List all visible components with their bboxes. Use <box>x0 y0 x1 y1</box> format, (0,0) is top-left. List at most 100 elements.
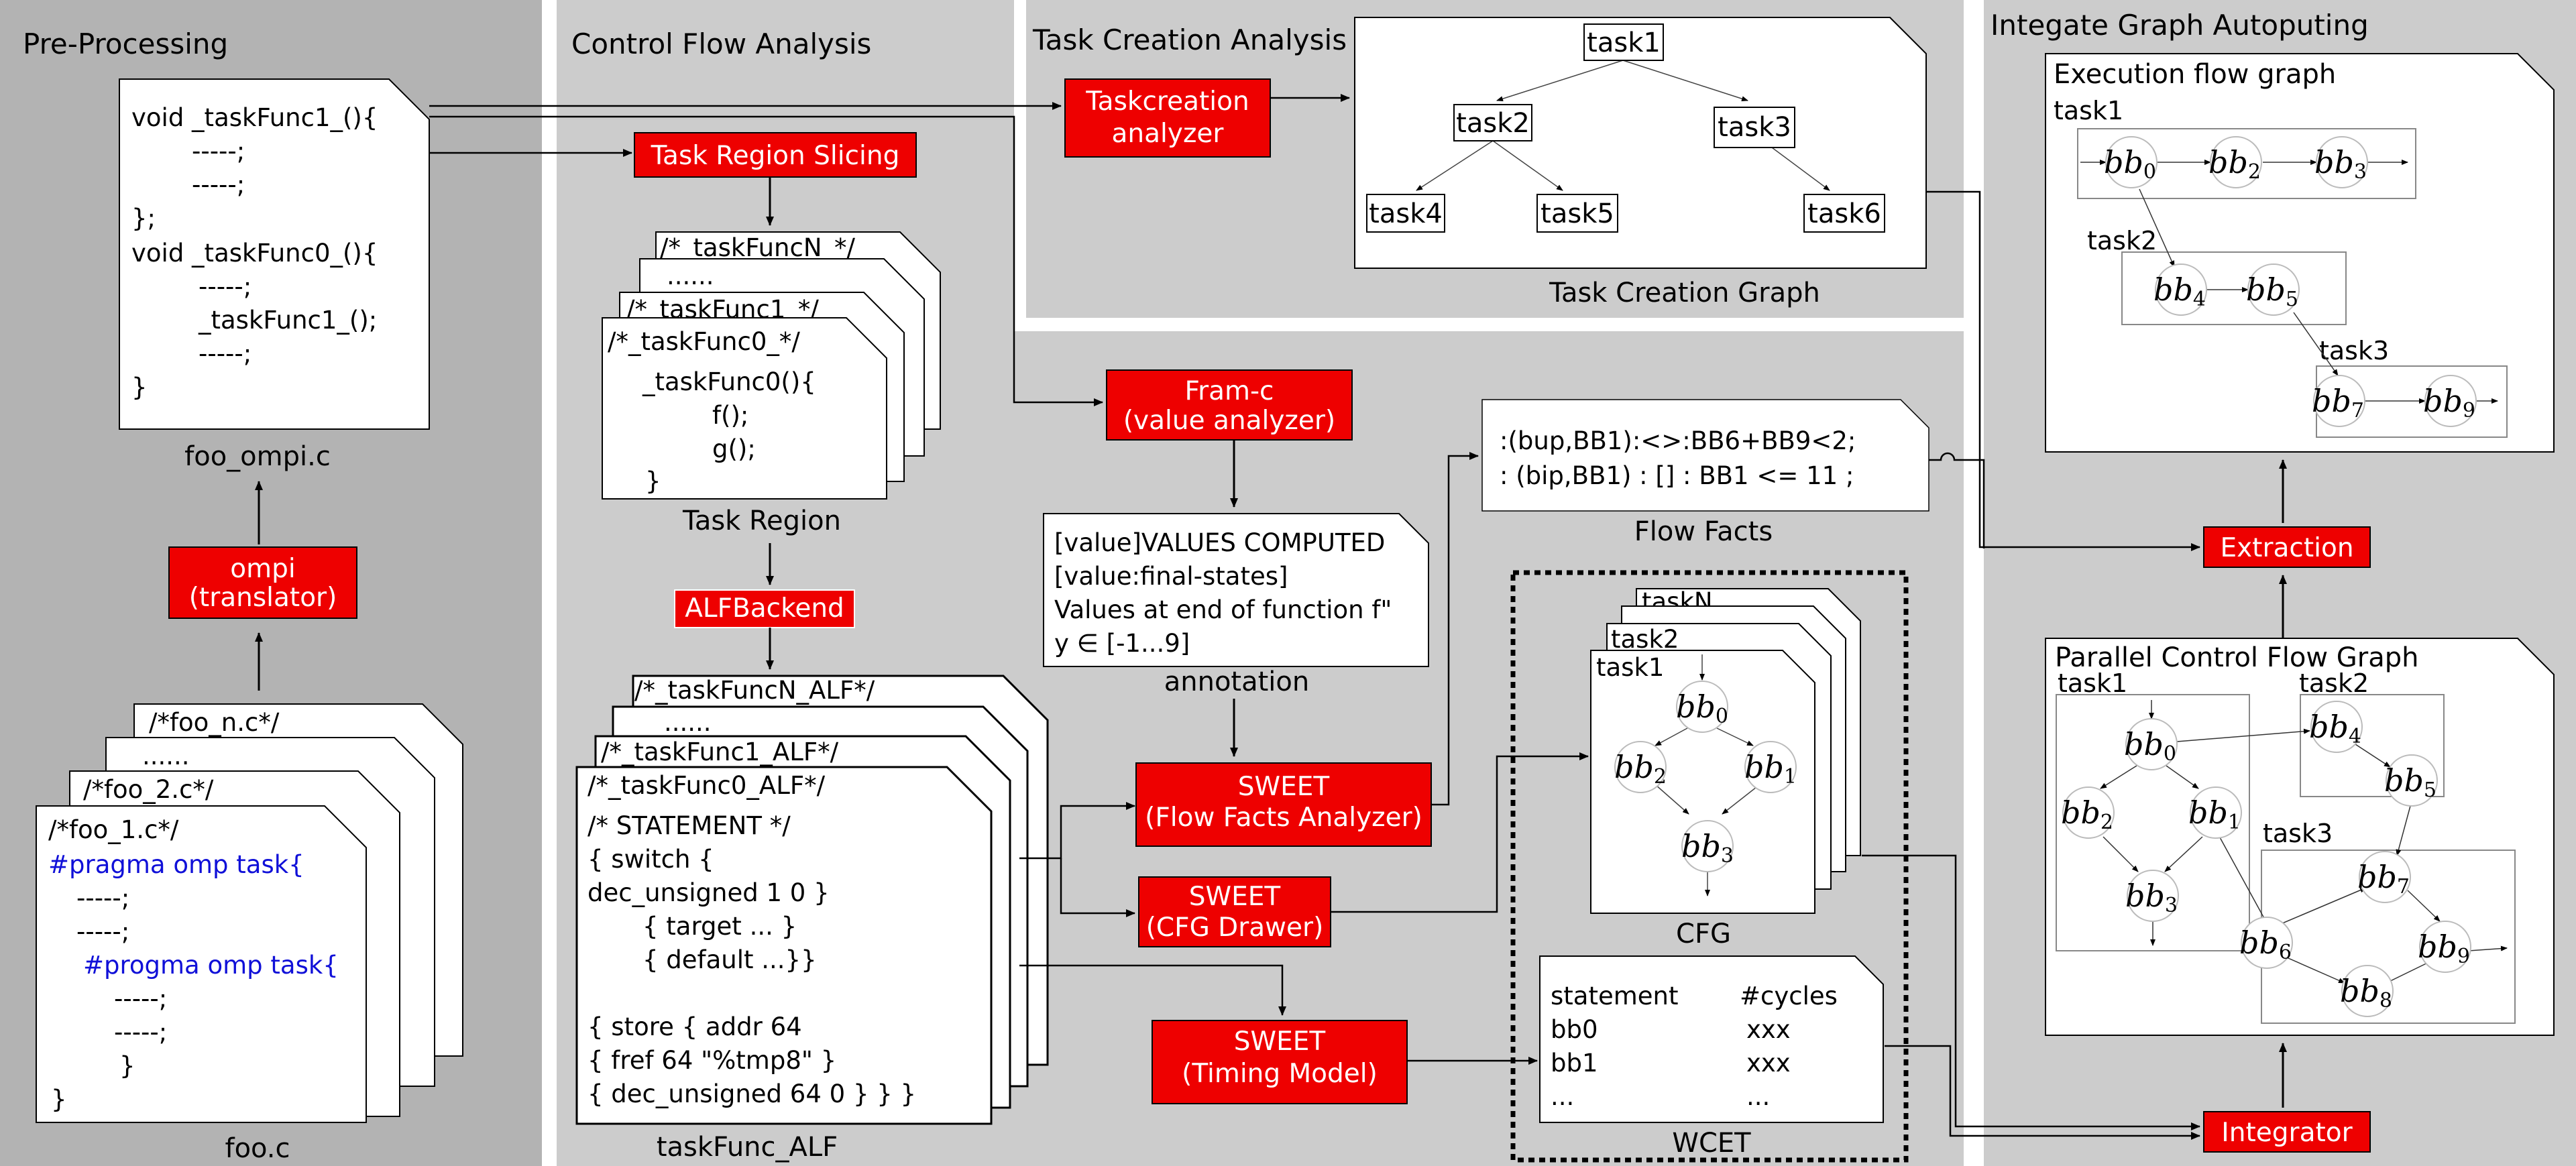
task-node-6-label: task6 <box>1807 198 1881 229</box>
foo-1-line: /*foo_1.c*/ <box>48 815 179 844</box>
ompi-translator-label: ompi <box>230 554 295 584</box>
task-region-caption: Task Region <box>682 506 841 536</box>
cfg-caption: CFG <box>1676 919 1731 949</box>
annotation-line: [value:final-states] <box>1054 562 1288 591</box>
annotation-document <box>1043 513 1429 667</box>
parallel-task3-label: task3 <box>2263 819 2333 848</box>
arrow-alf-to-timing <box>1019 964 1286 1016</box>
parallel-node-label: bb7 <box>2357 859 2410 898</box>
foo-1-line: } <box>51 1085 67 1114</box>
task-region-ellipsis-label: ...... <box>667 261 714 290</box>
foo-1-document <box>36 805 367 1123</box>
cfg-1-document <box>1590 650 1815 914</box>
task-node-5 <box>1536 194 1618 233</box>
annotation-caption: annotation <box>1164 666 1310 697</box>
foo-1-pragma: #progma omp task{ <box>83 951 339 980</box>
task-region-slicing-box <box>634 132 917 178</box>
cfg-drawer-box <box>1138 876 1331 947</box>
cfg-drawer-label: (CFG Drawer) <box>1146 913 1324 943</box>
arrow-analyzer-to-flowfacts <box>1431 452 1479 806</box>
alf-0-line: { store { addr 64 <box>587 1012 802 1041</box>
arrow-alf-to-cfg-drawer <box>1060 858 1135 917</box>
execution-task2-label: task2 <box>2087 226 2157 255</box>
foo-1-line: } <box>119 1051 135 1080</box>
flowfacts-analyzer-label: (Flow Facts Analyzer) <box>1145 803 1422 833</box>
annotation-line: y ∈ [-1...9] <box>1054 629 1190 658</box>
task-creation-graph-document <box>1354 17 1927 269</box>
task-region-0-line: /*_taskFunc0_*/ <box>608 327 800 356</box>
flowfacts-caption: Flow Facts <box>1634 516 1773 547</box>
foo-ompi-line: _taskFunc1_(); <box>198 306 377 335</box>
task-node-5-label: task5 <box>1541 198 1614 229</box>
alfbackend-box <box>674 589 855 628</box>
wcet-cell: bb0 <box>1551 1015 1598 1044</box>
alf-0-line: { default ...}} <box>642 945 817 974</box>
timing-model-label: SWEET <box>1234 1027 1326 1057</box>
task-region-0-line: _taskFunc0(){ <box>642 367 816 396</box>
cfg-1-label: task1 <box>1596 653 1664 682</box>
parallel-task2-frame <box>2300 694 2445 797</box>
taskcreation-analyzer-label: analyzer <box>1112 119 1225 149</box>
flowfacts-analyzer-label: SWEET <box>1238 772 1330 802</box>
taskcreation-analyzer-label: Taskcreation <box>1085 86 1249 117</box>
execution-task1-frame <box>2077 128 2416 199</box>
alf-caption: taskFunc_ALF <box>657 1132 838 1163</box>
task-region-0-line: g(); <box>712 434 756 463</box>
cfg-nodes <box>1614 681 1797 872</box>
foo-n-label: /*foo_n.c*/ <box>149 708 280 737</box>
alf-0-line: { fref 64 "%tmp8" } <box>587 1046 836 1075</box>
section-title-task-creation: Task Creation Analysis <box>1032 23 1347 56</box>
task-node-2 <box>1453 104 1532 141</box>
foo-ompi-document <box>119 78 430 430</box>
alf-1-label: /*_taskFunc1_ALF*/ <box>601 738 839 766</box>
framc-box <box>1106 369 1353 441</box>
cfg-node-label: bb2 <box>1614 749 1667 789</box>
framc-label: Fram-c <box>1184 376 1274 406</box>
foo-1-line: -----; <box>114 984 167 1013</box>
wcet-caption: WCET <box>1672 1128 1751 1159</box>
task-region-n-label: /*_taskFuncN_*/ <box>660 233 856 262</box>
wcet-document <box>1539 955 1884 1123</box>
foo-1-line: -----; <box>76 884 129 913</box>
arrow-flowfacts-to-extraction <box>1929 452 1985 548</box>
task-region-0-document <box>602 317 887 500</box>
arrow-wcet-to-integrator <box>1885 1045 2200 1140</box>
execution-flow-title: Execution flow graph <box>2054 59 2336 90</box>
alf-ellipsis-label: ...... <box>664 708 712 737</box>
timing-model-label: (Timing Model) <box>1182 1059 1378 1089</box>
alf-0-line: { target ... } <box>642 912 797 941</box>
flowfacts-line: : (bip,BB1) : [] : BB1 <= 11 ; <box>1500 461 1854 490</box>
alf-0-line: { dec_unsigned 64 0 } } } <box>587 1080 916 1108</box>
execution-task2-frame <box>2121 251 2347 325</box>
alf-0-line: { switch { <box>587 845 714 874</box>
execution-task3-label: task3 <box>2319 336 2389 365</box>
foo-ompi-line: void _taskFunc1_(){ <box>131 103 378 132</box>
execution-task1-label: task1 <box>2054 96 2123 125</box>
execution-edges <box>2080 160 2498 404</box>
alf-0-line: /* STATEMENT */ <box>587 811 791 840</box>
foo-ompi-line: }; <box>131 204 156 233</box>
ompi-translator-box <box>168 546 357 619</box>
task-node-1-label: task1 <box>1587 27 1661 58</box>
arrow-alf-to-flowfacts-analyzer <box>1019 802 1135 860</box>
wcet-cell: xxx <box>1746 1049 1791 1077</box>
cfg-drawer-label: SWEET <box>1189 882 1281 912</box>
parallel-task1-label: task1 <box>2058 668 2127 698</box>
foo-ompi-line: -----; <box>199 272 251 301</box>
timing-model-box <box>1152 1020 1408 1104</box>
task-node-3-label: task3 <box>1718 112 1791 143</box>
task-node-6 <box>1803 194 1885 233</box>
task-node-1 <box>1583 23 1664 61</box>
foo-1-line: -----; <box>76 917 129 946</box>
foo-ompi-line: -----; <box>192 137 245 166</box>
annotation-line: [value]VALUES COMPUTED <box>1054 528 1385 557</box>
parallel-task1-frame <box>2056 694 2250 951</box>
foo-ompi-line: -----; <box>192 170 245 199</box>
wcet-cell: ... <box>1746 1082 1770 1111</box>
foo-ompi-caption: foo_ompi.c <box>184 441 331 472</box>
section-title-integrate: Integate Graph Autoputing <box>1991 9 2369 42</box>
flowfacts-document <box>1481 399 1929 512</box>
task-creation-edges <box>1416 60 1830 191</box>
wcet-header-statement: statement <box>1551 982 1679 1010</box>
